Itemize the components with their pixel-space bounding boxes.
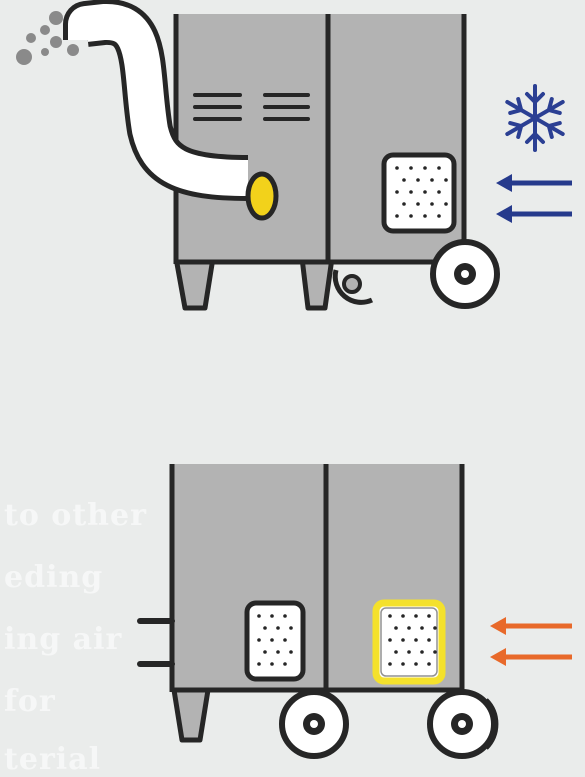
faint-caption-line: eding [4,560,104,595]
top-unit-rear-wheel [332,269,374,305]
arrow-left-icon [496,174,572,192]
vent-grille [193,93,310,121]
intake-filter [381,152,457,234]
faint-caption-line: for [4,684,56,719]
faint-caption-line: terial [4,742,101,777]
snowflake-icon [505,84,565,152]
bottom-unit [137,464,572,759]
arrow-left-icon [490,617,572,635]
intake-filter-highlighted [372,599,446,685]
bottom-unit-front-wheel [427,689,499,759]
faint-caption-line: to other [4,498,147,533]
arrow-left-icon [490,648,572,666]
cold-air-inflow-arrows [496,174,572,223]
top-unit [16,0,572,311]
faint-caption-line: ing air [4,622,123,657]
top-unit-legs [173,255,335,311]
bottom-unit-legs [171,687,211,743]
duct-outlet [245,171,279,221]
arrow-left-icon [496,205,572,223]
exhaust-duct [63,0,279,221]
inner-filter [244,600,306,682]
warm-air-inflow-arrows [490,617,572,666]
bottom-unit-rear-wheel [279,689,349,759]
side-connectors [137,618,175,667]
top-unit-front-wheel [430,239,500,309]
